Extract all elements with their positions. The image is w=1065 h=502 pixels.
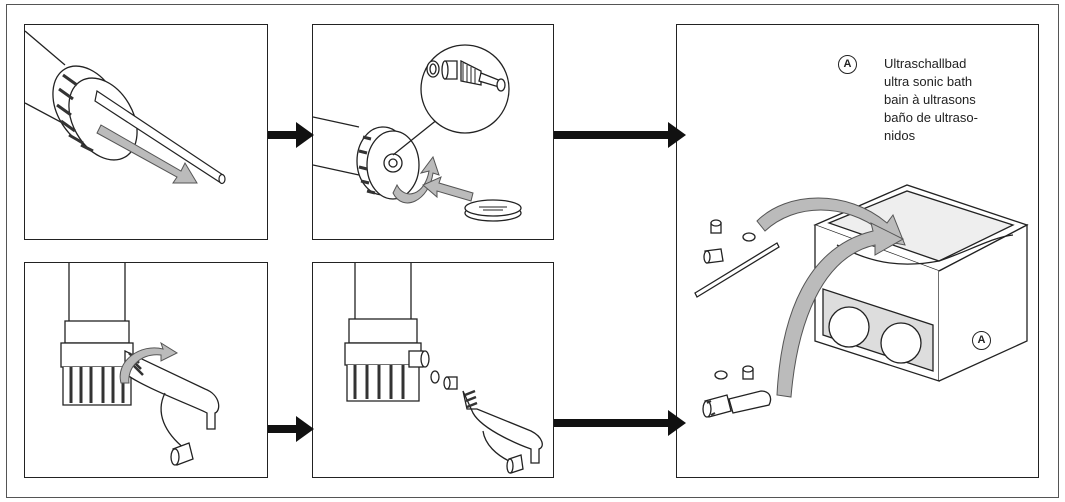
legend-line-fr: bain à ultrasons <box>884 92 976 107</box>
arrow-icon <box>96 124 198 184</box>
coin-icon <box>464 199 522 222</box>
valve-parts-icon <box>703 219 756 380</box>
step-ultrasonic-bath-panel <box>676 24 1039 478</box>
piston-rod-icon <box>94 90 226 185</box>
valve-parts-icon <box>430 370 458 390</box>
discharge-tube-icon <box>702 390 772 418</box>
legend-line-de: Ultraschallbad <box>884 56 967 71</box>
step-remove-piston-panel <box>24 24 268 240</box>
legend-line-es: baño de ultraso- <box>884 110 978 125</box>
discharge-tube-icon <box>124 349 220 450</box>
cylinder-icon <box>60 263 134 406</box>
rotate-arrow-icon <box>392 155 440 204</box>
cylinder-icon <box>313 116 420 200</box>
arrow-icon <box>776 222 905 398</box>
step-remove-valve-panel <box>312 24 554 240</box>
diagram-frame <box>6 4 1059 498</box>
legend-line-es-cont: nidos <box>884 128 916 143</box>
ultrasonic-bath-icon <box>813 184 1029 382</box>
cap-icon <box>506 454 524 474</box>
cap-icon <box>170 442 194 466</box>
arrow-icon <box>268 416 314 442</box>
discharge-tube-icon <box>462 389 543 464</box>
arrow-icon <box>756 197 906 246</box>
rotate-arrow-icon <box>119 341 179 384</box>
bath-marker: A <box>972 331 991 350</box>
piston-rod-icon <box>694 242 780 298</box>
valve-parts-icon <box>392 44 510 156</box>
legend-text: Ultraschallbad ultra sonic bath bain à u… <box>884 55 978 145</box>
cylinder-icon <box>344 263 430 402</box>
step-remove-discharge-tube-panel <box>24 262 268 478</box>
arrow-icon <box>554 122 686 148</box>
arrow-icon <box>554 410 686 436</box>
legend-marker: A <box>838 55 857 74</box>
step-disassemble-tube-panel <box>312 262 554 478</box>
legend-line-en: ultra sonic bath <box>884 74 973 89</box>
arrow-icon <box>268 122 314 148</box>
arrow-icon <box>422 176 474 202</box>
